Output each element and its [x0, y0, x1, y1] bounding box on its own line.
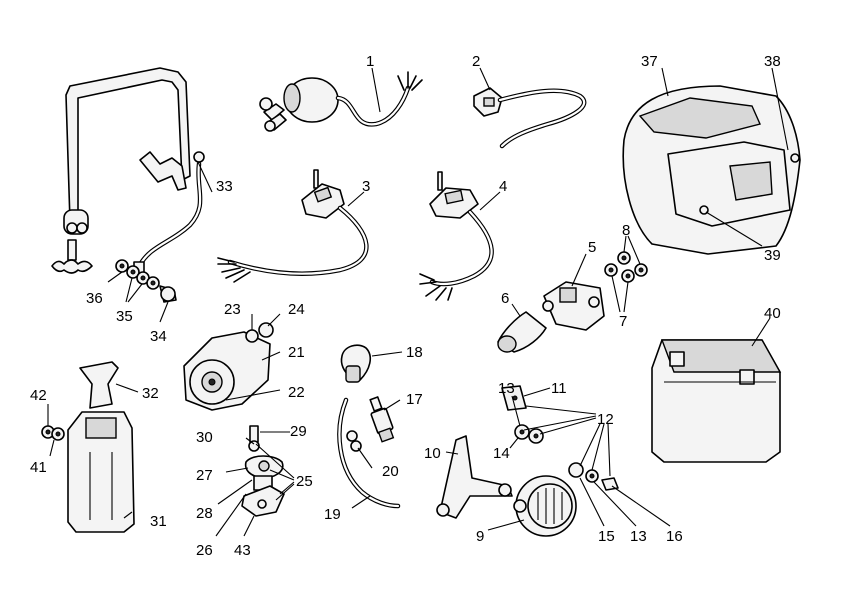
handlebar-switch-right — [419, 171, 494, 301]
callout-39: 39 — [764, 247, 781, 264]
callout-37: 37 — [641, 53, 658, 70]
callout-19: 19 — [324, 506, 341, 523]
handlebar-switch-left — [217, 169, 369, 283]
callout-13a: 13 — [498, 380, 515, 397]
ignition-switch-with-keys — [259, 71, 423, 132]
washer-nut-set — [604, 251, 648, 283]
ignition-cable — [337, 397, 401, 509]
callout-25: 25 — [296, 473, 313, 490]
spark-plug — [369, 396, 395, 443]
callout-12: 12 — [597, 411, 614, 428]
callout-26: 26 — [196, 542, 213, 559]
callout-14: 14 — [493, 445, 510, 462]
callout-33: 33 — [216, 178, 233, 195]
callout-3: 3 — [362, 178, 370, 195]
callout-35: 35 — [116, 308, 133, 325]
relay-housing — [183, 322, 274, 411]
callout-28: 28 — [196, 505, 213, 522]
small-washers — [41, 425, 65, 441]
clip-plate — [501, 385, 527, 411]
callout-7: 7 — [619, 313, 627, 330]
callout-32: 32 — [142, 385, 159, 402]
callout-8: 8 — [622, 222, 630, 239]
wire-lead-assembly — [473, 87, 587, 149]
callout-36: 36 — [86, 290, 103, 307]
callout-11: 11 — [551, 380, 567, 397]
callout-15: 15 — [598, 528, 615, 545]
relay-rubber-cover — [497, 311, 547, 353]
callout-42: 42 — [30, 387, 47, 404]
callout-22: 22 — [288, 384, 305, 401]
callout-9: 9 — [476, 528, 484, 545]
ground-cable — [133, 151, 205, 275]
bottle-cap — [79, 361, 119, 409]
callout-31: 31 — [150, 513, 167, 530]
starter-relay — [542, 281, 605, 331]
callout-21: 21 — [288, 344, 305, 361]
callout-34: 34 — [150, 328, 167, 345]
horn-bracket — [436, 435, 513, 519]
callout-40: 40 — [764, 305, 781, 322]
callout-1: 1 — [366, 53, 374, 70]
battery-frame-bracket — [63, 67, 191, 235]
callout-38: 38 — [764, 53, 781, 70]
callout-17: 17 — [406, 391, 423, 408]
horn-fasteners — [514, 424, 619, 491]
callout-18: 18 — [406, 344, 423, 361]
bolt-and-wing-nut — [51, 239, 93, 274]
callout-41: 41 — [30, 459, 47, 476]
callout-labels: 1 2 3 4 5 6 7 8 9 10 11 12 13 13 14 15 1… — [30, 53, 781, 559]
callout-24: 24 — [288, 301, 305, 318]
callout-29: 29 — [290, 423, 307, 440]
callout-5: 5 — [588, 239, 596, 256]
callout-16: 16 — [666, 528, 683, 545]
callout-30: 30 — [196, 429, 213, 446]
callout-23: 23 — [224, 301, 241, 318]
callout-13b: 13 — [630, 528, 647, 545]
horn — [513, 475, 577, 537]
callout-20: 20 — [382, 463, 399, 480]
callout-43: 43 — [234, 542, 251, 559]
callout-27: 27 — [196, 467, 213, 484]
spark-plug-cap — [340, 344, 372, 383]
leader-lines — [47, 67, 789, 537]
callout-2: 2 — [472, 53, 480, 70]
callout-10: 10 — [424, 445, 441, 462]
small-gasket — [346, 430, 362, 452]
battery-side-cover — [622, 85, 801, 255]
callout-4: 4 — [499, 178, 507, 195]
electrolyte-bottle — [67, 411, 135, 533]
washers-and-bolt — [115, 259, 177, 303]
battery — [651, 339, 782, 463]
callout-6: 6 — [501, 290, 509, 307]
